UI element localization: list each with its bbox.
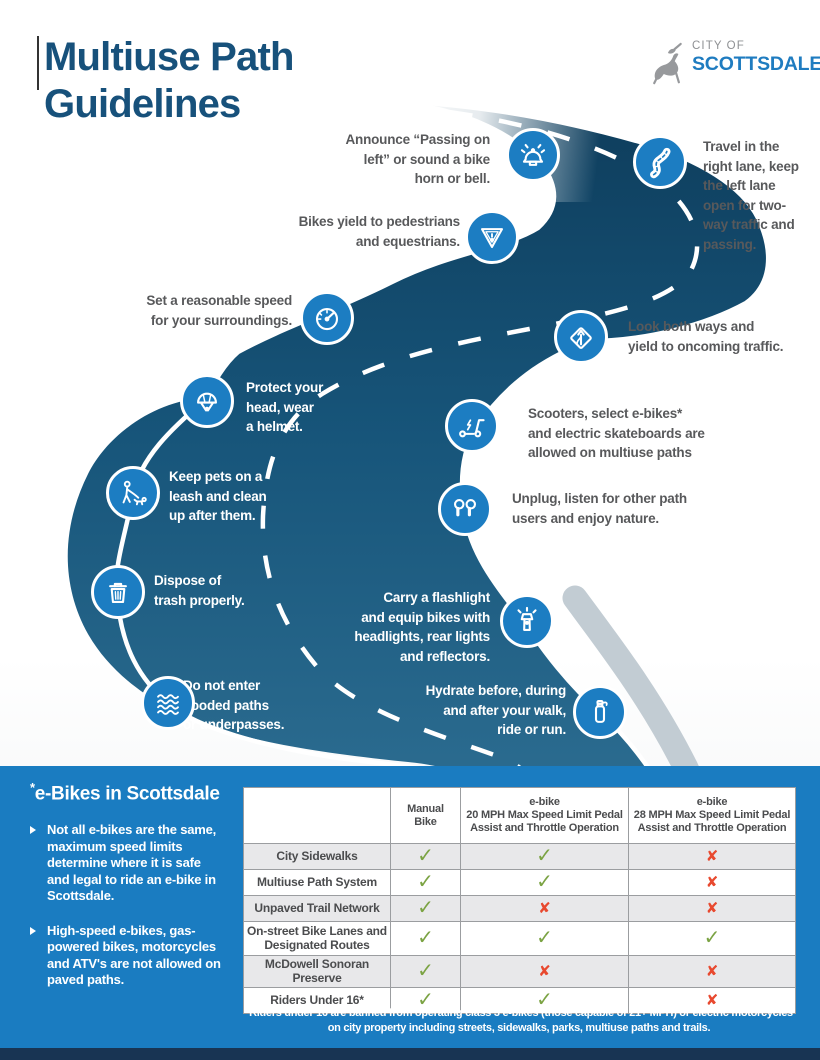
col-header-blank <box>243 787 391 844</box>
city-of-scottsdale-logo: CITY OF SCOTTSDALE <box>646 40 820 88</box>
merge-sign-icon <box>554 310 608 364</box>
tip-helmet: Protect your head, wear a helmet. <box>246 380 324 434</box>
mark: ✘ <box>705 991 719 1009</box>
table-row: McDowell Sonoran Preserve ✓ ✘ ✘ <box>243 955 796 988</box>
mark: ✓ <box>417 845 434 867</box>
tip-look-both-ways: Look both ways and yield to oncoming tra… <box>628 319 784 354</box>
col-header-manual-bike: Manual Bike <box>390 787 461 844</box>
helmet-icon <box>180 374 234 428</box>
title-accent-rule <box>37 36 39 90</box>
heading-asterisk: * <box>30 780 35 795</box>
road-distance-fade <box>320 68 660 202</box>
winding-road-icon <box>633 135 687 189</box>
tip-announce: Announce “Passing on left” or sound a bi… <box>345 132 490 186</box>
col-header-ebike-20: e-bike 20 MPH Max Speed Limit Pedal Assi… <box>460 787 629 844</box>
ebikes-bullet: High-speed e-bikes, gas- powered bikes, … <box>30 923 230 989</box>
table-row: On-street Bike Lanes and Designated Rout… <box>243 921 796 956</box>
ebike-rules-table: Manual Bike e-bike 20 MPH Max Speed Limi… <box>243 787 796 1014</box>
table-row: Riders Under 16* ✓ ✓ ✘ <box>243 987 796 1014</box>
tip-unplug: Unplug, listen for other path users and … <box>512 491 687 526</box>
mark: ✘ <box>705 873 719 891</box>
water-bottle-icon <box>573 685 627 739</box>
mark: ✓ <box>417 927 434 949</box>
water-waves-icon <box>141 676 195 730</box>
mark: ✓ <box>417 871 434 893</box>
ebikes-heading: *e-Bikes in Scottsdale <box>30 780 220 805</box>
speedometer-icon <box>300 291 354 345</box>
scooter-icon <box>445 399 499 453</box>
road-curb-left <box>114 99 557 766</box>
mark: ✘ <box>705 847 719 865</box>
yield-sign-icon <box>465 210 519 264</box>
tip-scooters-allowed: Scooters, select e-bikes* and electric s… <box>528 406 705 460</box>
mark: ✓ <box>417 960 434 982</box>
tip-bikes-yield: Bikes yield to pedestrians and equestria… <box>298 214 461 249</box>
table-row: Multiuse Path System ✓ ✓ ✘ <box>243 869 796 896</box>
logo-scottsdale: SCOTTSDALE <box>692 53 820 75</box>
road-fill <box>67 100 769 766</box>
trash-can-icon <box>91 565 145 619</box>
footer-bar <box>0 1048 820 1060</box>
dog-walker-icon <box>106 466 160 520</box>
ebikes-bullet: Not all e-bikes are the same, maximum sp… <box>30 822 230 905</box>
tip-trash: Dispose of trash properly. <box>154 573 245 608</box>
bell-icon <box>506 128 560 182</box>
logo-city-of: CITY OF <box>692 40 745 52</box>
table-row: City Sidewalks ✓ ✓ ✘ <box>243 843 796 870</box>
mark: ✓ <box>536 927 553 949</box>
mark: ✘ <box>705 899 719 917</box>
col-header-ebike-28: e-bike 28 MPH Max Speed Limit Pedal Assi… <box>628 787 796 844</box>
tip-hydrate: Hydrate before, during and after your wa… <box>425 683 567 737</box>
mark: ✓ <box>417 989 434 1011</box>
road-shoulder <box>562 585 699 766</box>
tip-reasonable-speed: Set a reasonable speed for your surround… <box>146 293 292 328</box>
mark: ✓ <box>417 897 434 919</box>
mark: ✓ <box>703 927 721 949</box>
tip-flashlight: Carry a flashlight and equip bikes with … <box>354 590 490 664</box>
mark: ✘ <box>705 962 719 980</box>
table-footnote: *Riders under 16 are banned from operati… <box>245 1007 793 1034</box>
ebikes-bullet-list: Not all e-bikes are the same, maximum sp… <box>30 822 230 1007</box>
flashlight-icon <box>500 594 554 648</box>
mark: ✘ <box>538 962 551 980</box>
mark: ✓ <box>536 845 553 867</box>
mark: ✘ <box>538 899 551 917</box>
page-title: Multiuse Path Guidelines <box>44 35 294 126</box>
tip-travel-right-lane: Travel in the right lane, keep the left … <box>703 139 799 252</box>
tip-flooded-paths: Do not enter flooded paths or underpasse… <box>183 678 285 732</box>
tip-pets-leash: Keep pets on a leash and clean up after … <box>169 469 267 523</box>
bronco-horse-icon <box>653 42 682 85</box>
earbuds-icon <box>438 482 492 536</box>
table-row: Unpaved Trail Network ✓ ✘ ✘ <box>243 895 796 922</box>
mark: ✓ <box>536 989 553 1011</box>
mark: ✓ <box>536 871 553 893</box>
table-header-row: Manual Bike e-bike 20 MPH Max Speed Limi… <box>243 787 796 844</box>
road-graphic <box>67 68 769 766</box>
road-center-dashes <box>260 103 700 766</box>
